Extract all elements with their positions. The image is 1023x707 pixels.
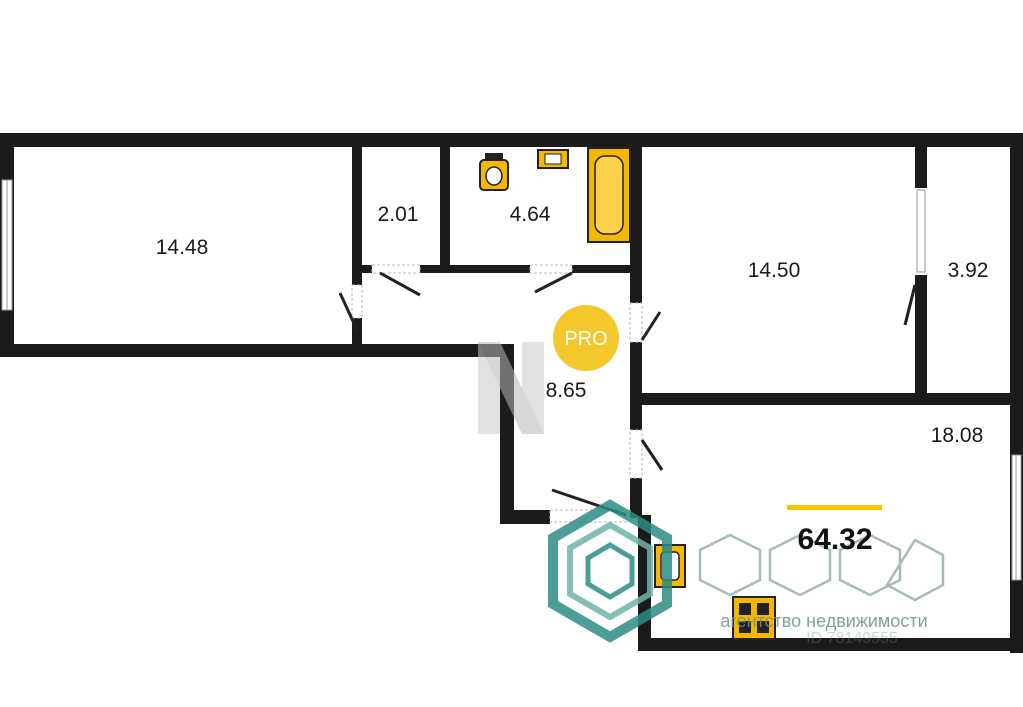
logo-hexagon-icon bbox=[548, 499, 672, 643]
toilet-icon bbox=[479, 153, 509, 191]
door-kitchen bbox=[629, 429, 664, 479]
total-area: 64.32 bbox=[797, 523, 872, 556]
watermark-id: ID 78149555 bbox=[806, 630, 898, 647]
watermark-logo-letters bbox=[698, 533, 945, 602]
area-bathroom: 4.64 bbox=[510, 203, 551, 226]
pro-badge-icon: PRO bbox=[553, 305, 619, 371]
sink-icon bbox=[537, 149, 569, 169]
pro-badge-label: PRO bbox=[564, 328, 607, 350]
area-kitchen: 18.08 bbox=[931, 424, 984, 447]
watermark-caption: агентство недвижимости bbox=[720, 611, 927, 631]
door-storage bbox=[371, 264, 421, 297]
door-left-room bbox=[338, 284, 363, 331]
area-hallway: 8.65 bbox=[546, 379, 587, 402]
doors bbox=[338, 264, 917, 523]
windows bbox=[1, 179, 1022, 581]
bathtub-icon bbox=[587, 147, 631, 243]
area-bedroom-right: 14.50 bbox=[748, 259, 801, 282]
area-storage: 2.01 bbox=[378, 203, 419, 226]
interior-walls bbox=[352, 133, 1023, 518]
window-balcony-door bbox=[916, 189, 926, 273]
watermark-h-icon bbox=[478, 342, 544, 434]
area-living-room-left: 14.48 bbox=[156, 236, 209, 259]
stove-icon bbox=[732, 596, 776, 640]
door-bathroom bbox=[529, 264, 573, 294]
area-balcony: 3.92 bbox=[948, 259, 989, 282]
door-balcony bbox=[903, 284, 917, 326]
total-accent-line bbox=[787, 505, 882, 510]
door-bedroom bbox=[629, 302, 662, 343]
